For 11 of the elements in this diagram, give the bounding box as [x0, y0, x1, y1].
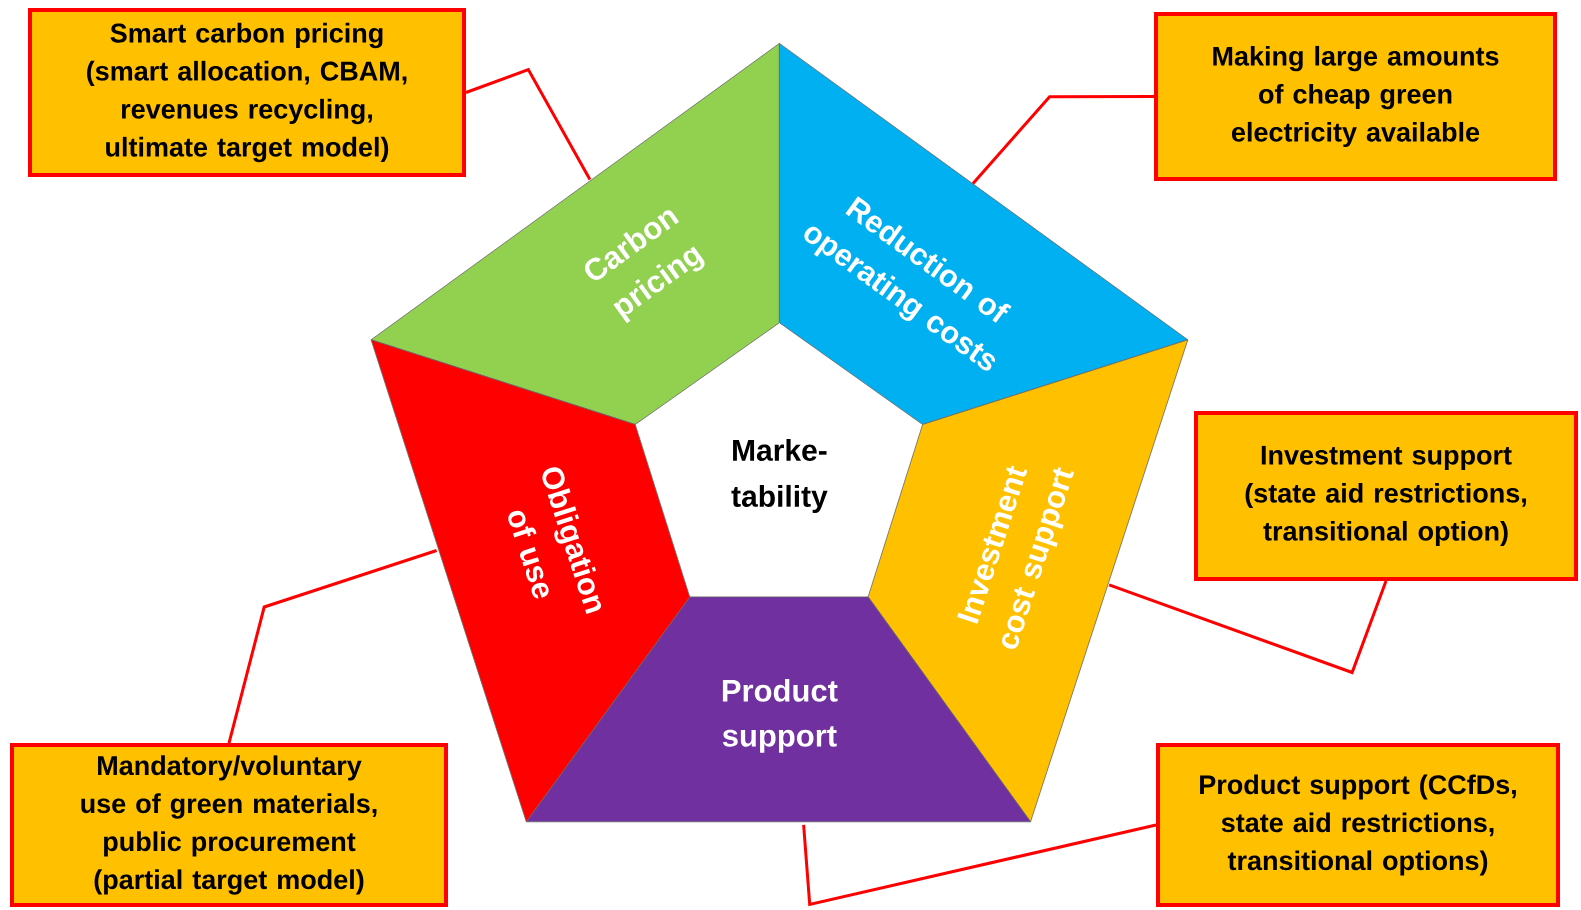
text-box: Investment support (state aid restrictions, transitional option): [1194, 411, 1578, 581]
text-box: Product support (CCfDs, state aid restrictions, transitional options): [1156, 743, 1560, 907]
center-label: Marke- tability: [731, 438, 828, 513]
text-box: Making large amounts of cheap green electricity available: [1154, 12, 1557, 181]
leader-line: [227, 549, 438, 744]
leader-line: [465, 67, 592, 181]
text-box: Smart carbon pricing (smart allocation, CBAM, revenues recycling, ultimate target model): [28, 8, 466, 177]
text-box: Mandatory/voluntary use of green materials, public procurement (partial target model): [10, 743, 448, 907]
leader-line: [802, 823, 1157, 907]
leader-line: [971, 95, 1155, 185]
leader-line: [1108, 580, 1388, 675]
